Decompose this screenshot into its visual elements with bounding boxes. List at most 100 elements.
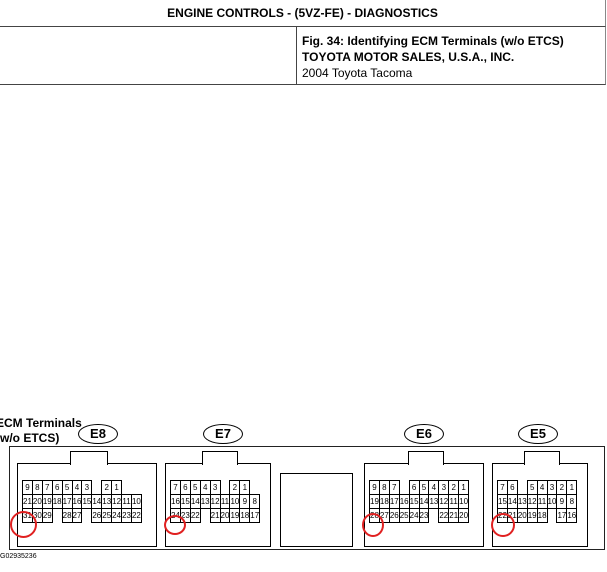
terminal-e7-15: 15 — [179, 494, 191, 509]
terminal-e6-18: 18 — [378, 494, 390, 509]
terminal-e7-2: 2 — [229, 480, 241, 495]
terminal-e6-17: 17 — [388, 494, 400, 509]
terminal-e5-11: 11 — [536, 494, 548, 509]
terminal-e8-16: 16 — [71, 494, 83, 509]
connector-label-e8: E8 — [78, 424, 118, 444]
terminal-e8-9: 9 — [22, 480, 33, 495]
highlight-ring-e8-31 — [10, 511, 37, 538]
terminal-e8-2: 2 — [101, 480, 113, 495]
terminal-e5-2: 2 — [556, 480, 568, 495]
terminal-e5-7: 7 — [497, 480, 508, 495]
terminal-e8-6: 6 — [51, 480, 63, 495]
terminal-e7-21: 21 — [209, 508, 221, 523]
terminal-e7-1: 1 — [239, 480, 251, 495]
terminal-e8-17: 17 — [61, 494, 73, 509]
page-header: ENGINE CONTROLS - (5VZ-FE) - DIAGNOSTICS — [0, 0, 606, 27]
terminal-blank — [547, 509, 557, 523]
terminal-e6-1: 1 — [458, 480, 470, 495]
figure-title: Fig. 34: Identifying ECM Terminals (w/o … — [302, 34, 564, 48]
terminal-e5-13: 13 — [516, 494, 528, 509]
terminal-e7-19: 19 — [229, 508, 241, 523]
diagram-title-line2: (w/o ETCS) — [0, 431, 60, 445]
terminal-blank — [517, 481, 527, 495]
terminal-e6-10: 10 — [458, 494, 470, 509]
terminal-e6-8: 8 — [378, 480, 390, 495]
terminal-e7-6: 6 — [179, 480, 191, 495]
diagram-title: ECM Terminals (w/o ETCS) — [0, 416, 82, 446]
terminal-e6-20: 20 — [458, 508, 470, 523]
terminal-e6-19: 19 — [369, 494, 380, 509]
highlight-ring-e5-22 — [491, 513, 515, 537]
connector-e8-latch — [70, 451, 108, 465]
terminal-e5-20: 20 — [516, 508, 528, 523]
terminal-blank — [399, 481, 409, 495]
terminal-e8-27: 27 — [71, 508, 83, 523]
terminal-blank — [220, 481, 230, 495]
vehicle-name: 2004 Toyota Tacoma — [302, 66, 413, 80]
terminal-e6-3: 3 — [438, 480, 450, 495]
terminal-e7-20: 20 — [219, 508, 231, 523]
terminal-e5-8: 8 — [566, 494, 578, 509]
connector-e7-latch — [202, 451, 238, 465]
terminal-e5-1: 1 — [566, 480, 578, 495]
terminal-e6-9: 9 — [369, 480, 380, 495]
terminal-e8-3: 3 — [81, 480, 93, 495]
terminal-e5-10: 10 — [546, 494, 558, 509]
terminal-e7-4: 4 — [199, 480, 211, 495]
terminal-e8-29: 29 — [41, 508, 53, 523]
terminal-blank — [200, 509, 210, 523]
terminal-e6-13: 13 — [428, 494, 440, 509]
terminal-e5-3: 3 — [546, 480, 558, 495]
terminal-e8-10: 10 — [130, 494, 142, 509]
figure-number: G02935236 — [0, 553, 37, 560]
terminal-e7-13: 13 — [199, 494, 211, 509]
terminal-e5-6: 6 — [506, 480, 518, 495]
connector-e6-latch — [408, 451, 444, 465]
terminal-e8-19: 19 — [41, 494, 53, 509]
terminal-e5-9: 9 — [556, 494, 568, 509]
terminal-e6-15: 15 — [408, 494, 420, 509]
terminal-e7-22: 22 — [189, 508, 201, 523]
connector-blank-cover — [280, 473, 353, 547]
terminal-blank — [250, 481, 260, 495]
terminal-e5-4: 4 — [536, 480, 548, 495]
terminal-e6-14: 14 — [418, 494, 430, 509]
figure-info-block: Fig. 34: Identifying ECM Terminals (w/o … — [0, 27, 606, 85]
diagram-title-line1: ECM Terminals — [0, 416, 82, 430]
terminal-e8-24: 24 — [111, 508, 123, 523]
highlight-ring-e6-28 — [362, 513, 384, 537]
terminal-e8-21: 21 — [22, 494, 33, 509]
terminal-e7-17: 17 — [249, 508, 261, 523]
terminal-e6-12: 12 — [438, 494, 450, 509]
terminal-blank — [52, 509, 62, 523]
terminal-blank — [82, 509, 92, 523]
terminal-e7-11: 11 — [219, 494, 231, 509]
header-title: ENGINE CONTROLS - (5VZ-FE) - DIAGNOSTICS — [167, 6, 438, 20]
terminal-e5-12: 12 — [526, 494, 538, 509]
terminal-e5-16: 16 — [566, 508, 578, 523]
terminal-blank — [429, 509, 439, 523]
terminal-e6-16: 16 — [398, 494, 410, 509]
terminal-blank — [122, 481, 132, 495]
connector-e5-latch — [524, 451, 560, 465]
terminal-e8-11: 11 — [121, 494, 132, 509]
terminal-e6-2: 2 — [448, 480, 460, 495]
terminal-e7-8: 8 — [249, 494, 261, 509]
terminal-e6-5: 5 — [418, 480, 430, 495]
connector-label-e6: E6 — [404, 424, 444, 444]
terminal-e6-7: 7 — [388, 480, 400, 495]
terminal-e8-13: 13 — [101, 494, 113, 509]
terminal-e6-21: 21 — [448, 508, 460, 523]
connector-label-e7: E7 — [203, 424, 243, 444]
